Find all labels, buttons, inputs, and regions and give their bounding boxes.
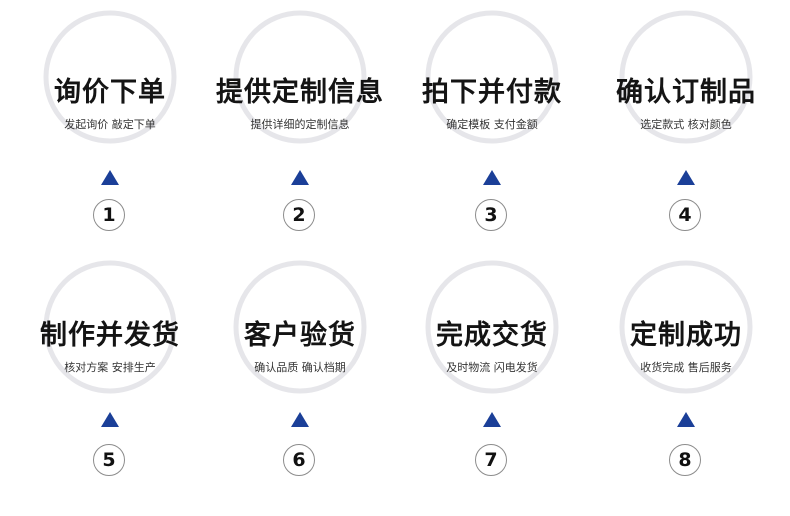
step-subtitle: 选定款式 核对颜色 xyxy=(640,118,732,131)
step-number: 4 xyxy=(669,199,701,231)
step-ring xyxy=(425,10,559,144)
step-marker-icon xyxy=(483,412,501,427)
step-number: 6 xyxy=(283,444,315,476)
step-number: 2 xyxy=(283,199,315,231)
step-ring xyxy=(619,260,753,394)
step-marker-icon xyxy=(291,170,309,185)
step-4: 确认订制品 选定款式 核对颜色 4 xyxy=(589,0,783,250)
step-ring xyxy=(425,260,559,394)
step-number: 1 xyxy=(93,199,125,231)
step-marker-icon xyxy=(291,412,309,427)
step-marker-icon xyxy=(677,170,695,185)
step-subtitle: 核对方案 安排生产 xyxy=(64,361,156,374)
step-2: 提供定制信息 提供详细的定制信息 2 xyxy=(203,0,397,250)
step-7: 完成交货 及时物流 闪电发货 7 xyxy=(395,250,589,500)
step-ring xyxy=(43,10,177,144)
step-ring xyxy=(233,10,367,144)
step-title: 制作并发货 xyxy=(40,320,180,351)
step-title: 完成交货 xyxy=(436,320,548,351)
step-marker-icon xyxy=(677,412,695,427)
step-title: 提供定制信息 xyxy=(216,77,384,108)
step-title: 确认订制品 xyxy=(616,77,756,108)
step-title: 询价下单 xyxy=(54,77,166,108)
step-marker-icon xyxy=(101,170,119,185)
step-1: 询价下单 发起询价 敲定下单 1 xyxy=(13,0,207,250)
step-5: 制作并发货 核对方案 安排生产 5 xyxy=(13,250,207,500)
step-subtitle: 提供详细的定制信息 xyxy=(250,118,350,131)
step-8: 定制成功 收货完成 售后服务 8 xyxy=(589,250,783,500)
step-ring xyxy=(233,260,367,394)
step-number: 7 xyxy=(475,444,507,476)
step-number: 8 xyxy=(669,444,701,476)
step-ring xyxy=(43,260,177,394)
step-title: 定制成功 xyxy=(630,320,742,351)
step-marker-icon xyxy=(101,412,119,427)
step-subtitle: 及时物流 闪电发货 xyxy=(446,361,538,374)
step-subtitle: 确认品质 确认档期 xyxy=(254,361,346,374)
step-number: 5 xyxy=(93,444,125,476)
step-subtitle: 收货完成 售后服务 xyxy=(640,361,732,374)
step-title: 客户验货 xyxy=(244,320,356,351)
step-ring xyxy=(619,10,753,144)
step-subtitle: 发起询价 敲定下单 xyxy=(64,118,156,131)
step-6: 客户验货 确认品质 确认档期 6 xyxy=(203,250,397,500)
step-marker-icon xyxy=(483,170,501,185)
step-title: 拍下并付款 xyxy=(422,77,562,108)
step-3: 拍下并付款 确定模板 支付金额 3 xyxy=(395,0,589,250)
step-subtitle: 确定模板 支付金额 xyxy=(446,118,538,131)
step-number: 3 xyxy=(475,199,507,231)
